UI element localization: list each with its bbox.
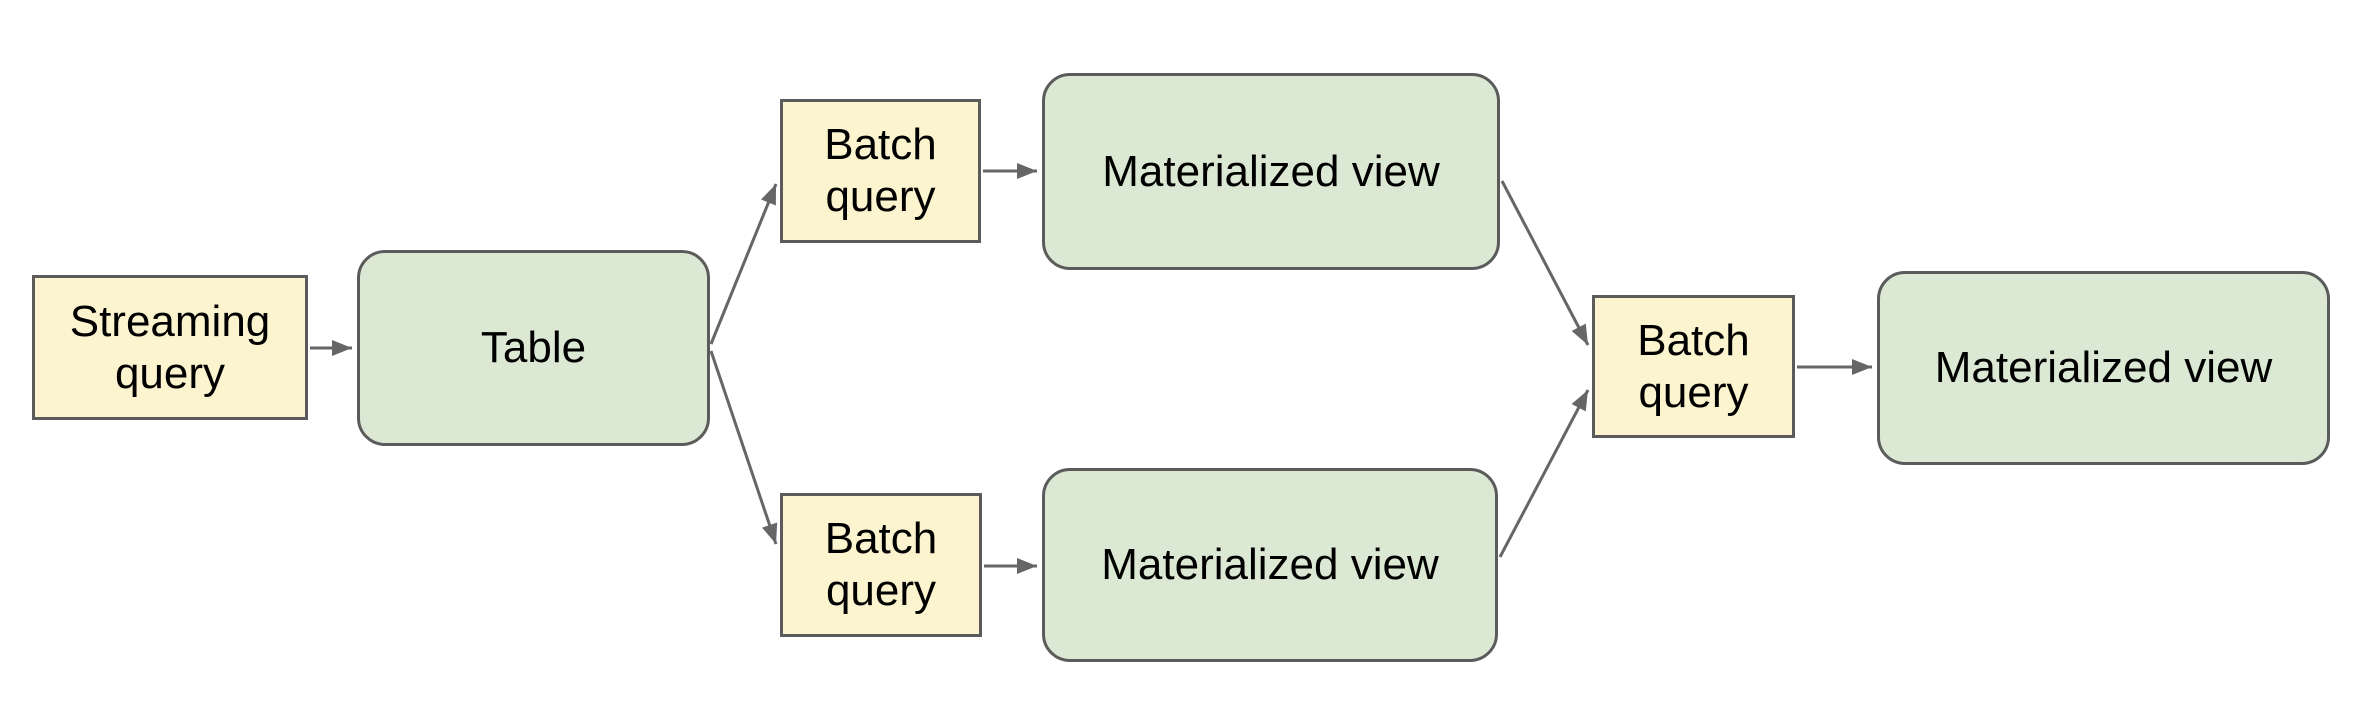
node-materialized-view-top-label: Materialized view bbox=[1102, 146, 1440, 196]
edge-table-to-batch-query-top bbox=[709, 183, 778, 345]
node-materialized-view-final: Materialized view bbox=[1877, 271, 2330, 465]
node-table-label: Table bbox=[480, 323, 587, 373]
node-batch-query-right: Batch query bbox=[1592, 295, 1795, 438]
node-batch-query-bottom-label: Batch query bbox=[824, 514, 938, 615]
edge-materialized-view-bottom-to-batch-query-right bbox=[1498, 389, 1590, 558]
node-streaming-query-label: Streaming query bbox=[69, 296, 271, 398]
node-batch-query-bottom: Batch query bbox=[780, 493, 982, 637]
node-streaming-query: Streaming query bbox=[32, 275, 308, 420]
node-batch-query-right-label: Batch query bbox=[1637, 315, 1750, 417]
node-table: Table bbox=[357, 250, 710, 446]
node-materialized-view-final-label: Materialized view bbox=[1934, 343, 2273, 393]
edge-table-to-batch-query-bottom bbox=[709, 350, 778, 545]
node-batch-query-top: Batch query bbox=[780, 99, 981, 243]
node-materialized-view-bottom-label: Materialized view bbox=[1101, 540, 1439, 590]
node-materialized-view-top: Materialized view bbox=[1042, 73, 1500, 270]
edge-materialized-view-top-to-batch-query-right bbox=[1500, 180, 1590, 346]
node-materialized-view-bottom: Materialized view bbox=[1042, 468, 1498, 662]
node-batch-query-top-label: Batch query bbox=[824, 120, 937, 221]
